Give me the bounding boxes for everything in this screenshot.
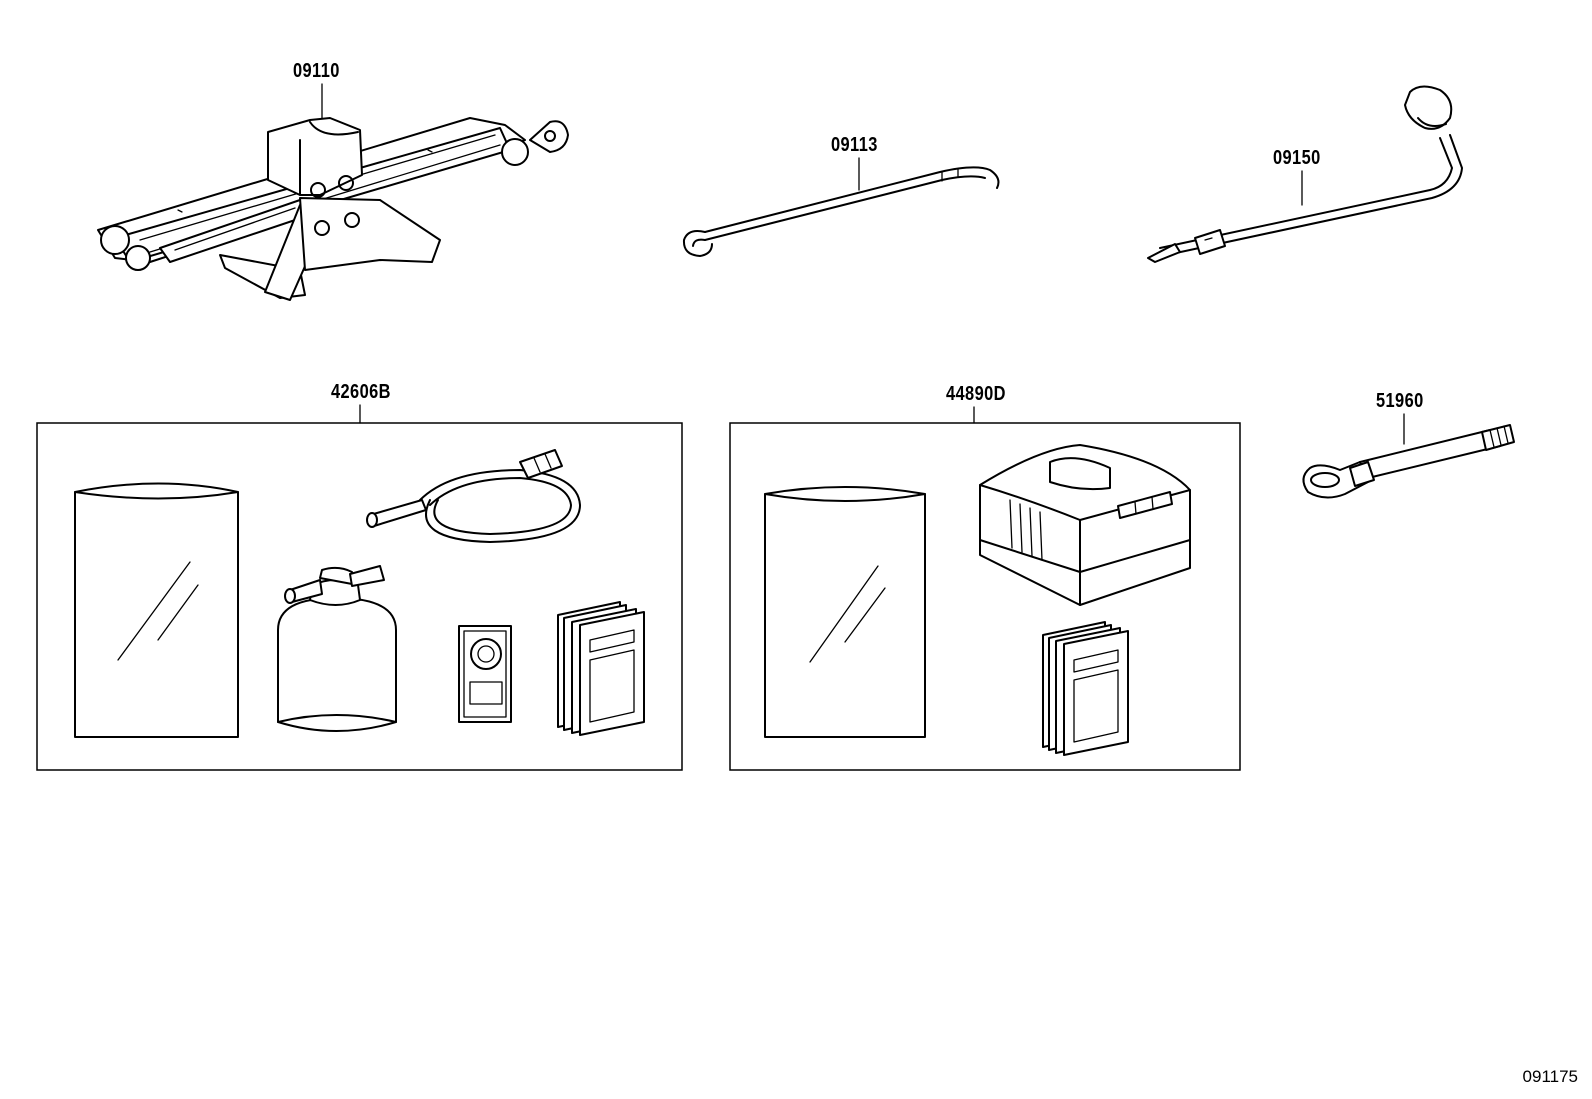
leader-lines	[321, 83, 1405, 445]
part-label-compressor-kit[interactable]: 44890D	[946, 383, 1006, 405]
lug-wrench-icon[interactable]	[1147, 85, 1463, 263]
compressor-kit-bag-icon	[764, 486, 926, 738]
part-label-towing-eye[interactable]: 51960	[1376, 390, 1424, 412]
diagram-id: 091175	[1522, 1067, 1578, 1086]
part-label-lug-wrench[interactable]: 09150	[1273, 147, 1321, 169]
compressor-manual-icon	[1042, 621, 1129, 756]
towing-eye-icon[interactable]	[1302, 424, 1515, 499]
repair-hose-icon	[366, 449, 581, 543]
sealant-bottle-icon	[277, 565, 397, 732]
valve-tool-card-icon	[458, 625, 512, 723]
part-label-repair-kit[interactable]: 42606B	[331, 381, 391, 403]
scissor-jack-icon[interactable]	[97, 117, 569, 301]
part-label-jack-handle[interactable]: 09113	[831, 134, 878, 156]
repair-manual-icon	[557, 601, 645, 736]
air-compressor-icon	[979, 444, 1191, 606]
repair-kit-bag-icon	[74, 482, 239, 738]
jack-handle-icon[interactable]	[682, 166, 1000, 257]
repair-kit-box[interactable]	[36, 422, 683, 771]
compressor-kit-box[interactable]	[729, 422, 1241, 771]
part-label-jack[interactable]: 09110	[293, 60, 340, 82]
